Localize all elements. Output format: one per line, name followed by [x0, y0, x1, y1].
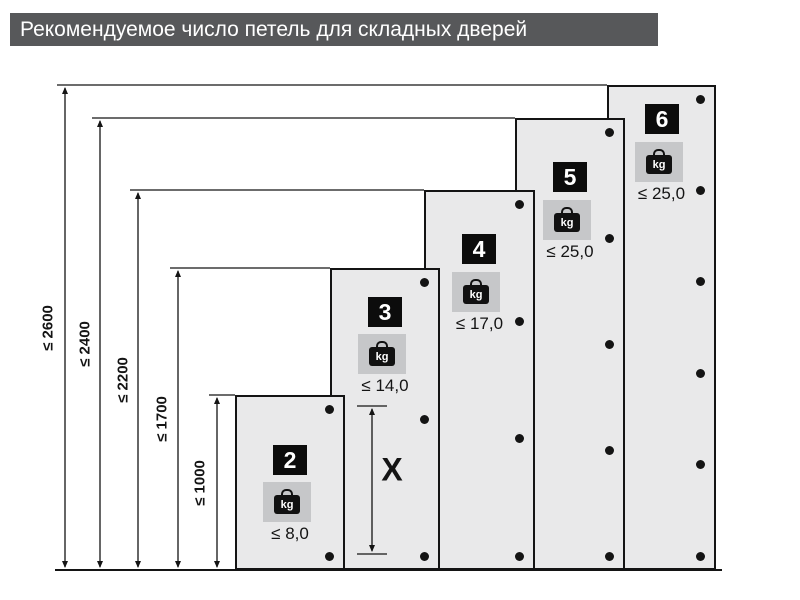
- weight-badge: kg: [543, 200, 591, 240]
- hinge-dot: [696, 94, 705, 104]
- hinge-dot: [605, 233, 614, 243]
- height-dimension-label: ≤ 2400: [76, 321, 94, 367]
- hinge-dot: [515, 316, 524, 326]
- door-panel-2-hinges: 2 kg ≤ 8,0: [235, 395, 345, 570]
- page-title: Рекомендуемое число петель для складных …: [10, 13, 658, 46]
- height-dimension-label: ≤ 1700: [153, 396, 171, 442]
- kg-weight-icon: kg: [554, 213, 580, 232]
- height-arrow-1000: [209, 394, 235, 568]
- door-panel-3-hinges: 3 kg ≤ 14,0: [330, 268, 440, 570]
- weight-badge: kg: [635, 142, 683, 182]
- hinge-count-badge: 6: [645, 104, 679, 134]
- hinge-count-badge: 2: [273, 445, 307, 475]
- hinge-dot: [420, 277, 429, 287]
- hinge-dot: [420, 551, 429, 561]
- weight-limit-label: ≤ 8,0: [271, 524, 309, 543]
- weight-limit-label: ≤ 25,0: [546, 242, 594, 261]
- hinge-dot: [325, 404, 334, 414]
- hinge-dot: [605, 339, 614, 349]
- height-dimension-label: ≤ 2200: [114, 357, 132, 403]
- hinge-dot: [325, 551, 334, 561]
- hinge-dot: [515, 551, 524, 561]
- hinge-dot: [696, 460, 705, 470]
- door-panel-4-hinges: 4 kg ≤ 17,0: [424, 190, 535, 570]
- hinge-dot: [515, 199, 524, 209]
- weight-badge: kg: [263, 482, 311, 522]
- weight-limit-label: ≤ 14,0: [361, 376, 409, 395]
- hinge-dot: [515, 434, 524, 444]
- weight-limit-label: ≤ 25,0: [637, 184, 686, 203]
- height-dimension-label: ≤ 1000: [191, 460, 209, 506]
- kg-weight-icon: kg: [646, 155, 672, 174]
- door-panel-6-hinges: 6 kg ≤ 25,0: [607, 85, 716, 570]
- weight-badge: kg: [358, 334, 406, 374]
- hinge-dot: [420, 414, 429, 424]
- hinge-count-badge: 3: [368, 297, 402, 327]
- kg-weight-icon: kg: [369, 347, 395, 366]
- hinge-count-badge: 4: [462, 234, 496, 264]
- weight-badge: kg: [452, 272, 500, 312]
- height-dimension-label: ≤ 2600: [39, 305, 57, 351]
- hinge-dot: [696, 551, 705, 561]
- kg-weight-icon: kg: [463, 285, 489, 304]
- hinge-dot: [696, 368, 705, 378]
- hinge-dot: [605, 445, 614, 455]
- weight-limit-label: ≤ 17,0: [455, 314, 504, 333]
- hinge-dot: [605, 127, 614, 137]
- hinge-dot: [696, 277, 705, 287]
- hinge-dot: [605, 551, 614, 561]
- hinge-dot: [696, 185, 705, 195]
- x-dimension-label: X: [381, 451, 403, 488]
- kg-weight-icon: kg: [274, 495, 300, 514]
- hinge-count-badge: 5: [553, 162, 587, 192]
